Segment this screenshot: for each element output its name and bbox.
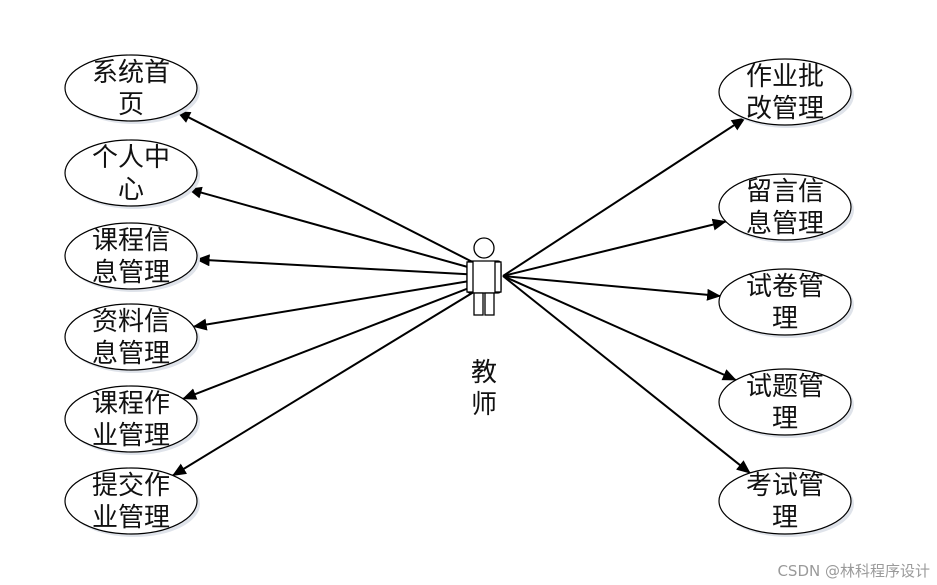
association-arrow-right-4 <box>502 275 737 381</box>
use-case-label-line: 试卷管 <box>746 272 824 302</box>
association-arrow-left-1 <box>176 110 501 277</box>
use-case-label-line: 理 <box>772 304 798 334</box>
use-case-label-line: 息管理 <box>92 258 170 288</box>
use-case-ellipse <box>718 467 852 535</box>
use-case-ellipse <box>64 303 198 371</box>
use-case-label-line: 作业批 <box>746 62 824 92</box>
use-case-ellipse <box>64 54 198 122</box>
use-case-label-line: 理 <box>772 404 798 434</box>
use-case-ellipse <box>64 222 198 290</box>
association-arrow-left-6 <box>171 275 501 477</box>
association-lines <box>171 110 751 477</box>
use-case-label-line: 课程信 <box>92 226 170 256</box>
actor-label-line-1: 教 <box>471 358 497 388</box>
use-case-ellipse <box>64 139 198 207</box>
association-arrow-right-5 <box>502 275 751 474</box>
use-case-label-line: 业管理 <box>92 503 170 533</box>
use-case-label-line: 心 <box>118 175 144 205</box>
use-case-label-line: 提交作 <box>92 471 170 501</box>
association-arrow-left-2 <box>187 186 501 277</box>
use-case-ellipse <box>718 173 852 241</box>
association-arrow-right-2 <box>502 218 727 277</box>
use-case-label-line: 息管理 <box>746 209 824 239</box>
use-case-label-line: 改管理 <box>746 94 824 124</box>
use-case-ellipse <box>64 385 198 453</box>
use-cases: 系统首页个人中心课程信息管理资料信息管理课程作业管理提交作业管理作业批改管理留言… <box>64 54 854 537</box>
watermark: CSDN @林科程序设计 <box>777 562 930 580</box>
association-arrow-left-5 <box>182 275 501 400</box>
use-case-label-line: 业管理 <box>92 421 170 451</box>
association-arrow-left-3 <box>195 254 501 277</box>
use-case-label-line: 课程作 <box>92 389 170 419</box>
use-case-ellipse <box>718 58 852 126</box>
use-case-label-line: 页 <box>118 90 144 120</box>
use-case-label-line: 系统首 <box>92 58 170 88</box>
use-case-label-line: 个人中 <box>92 143 170 173</box>
use-case-label-line: 息管理 <box>92 339 170 369</box>
actor-label-line-2: 师 <box>471 390 497 420</box>
use-case-label-line: 留言信 <box>746 177 824 207</box>
use-case-label-line: 试题管 <box>746 372 824 402</box>
association-arrow-left-4 <box>192 275 501 331</box>
use-case-label-line: 理 <box>772 503 798 533</box>
association-arrow-right-3 <box>502 275 722 301</box>
use-case-label-line: 资料信 <box>92 307 170 337</box>
use-case-ellipse <box>718 268 852 336</box>
actor-figure-icon <box>466 237 502 316</box>
use-case-ellipse <box>64 467 198 535</box>
association-arrow-right-1 <box>502 117 746 277</box>
use-case-ellipse <box>718 368 852 436</box>
use-case-label-line: 考试管 <box>746 471 824 501</box>
actor-teacher: 教 师 <box>466 237 502 420</box>
